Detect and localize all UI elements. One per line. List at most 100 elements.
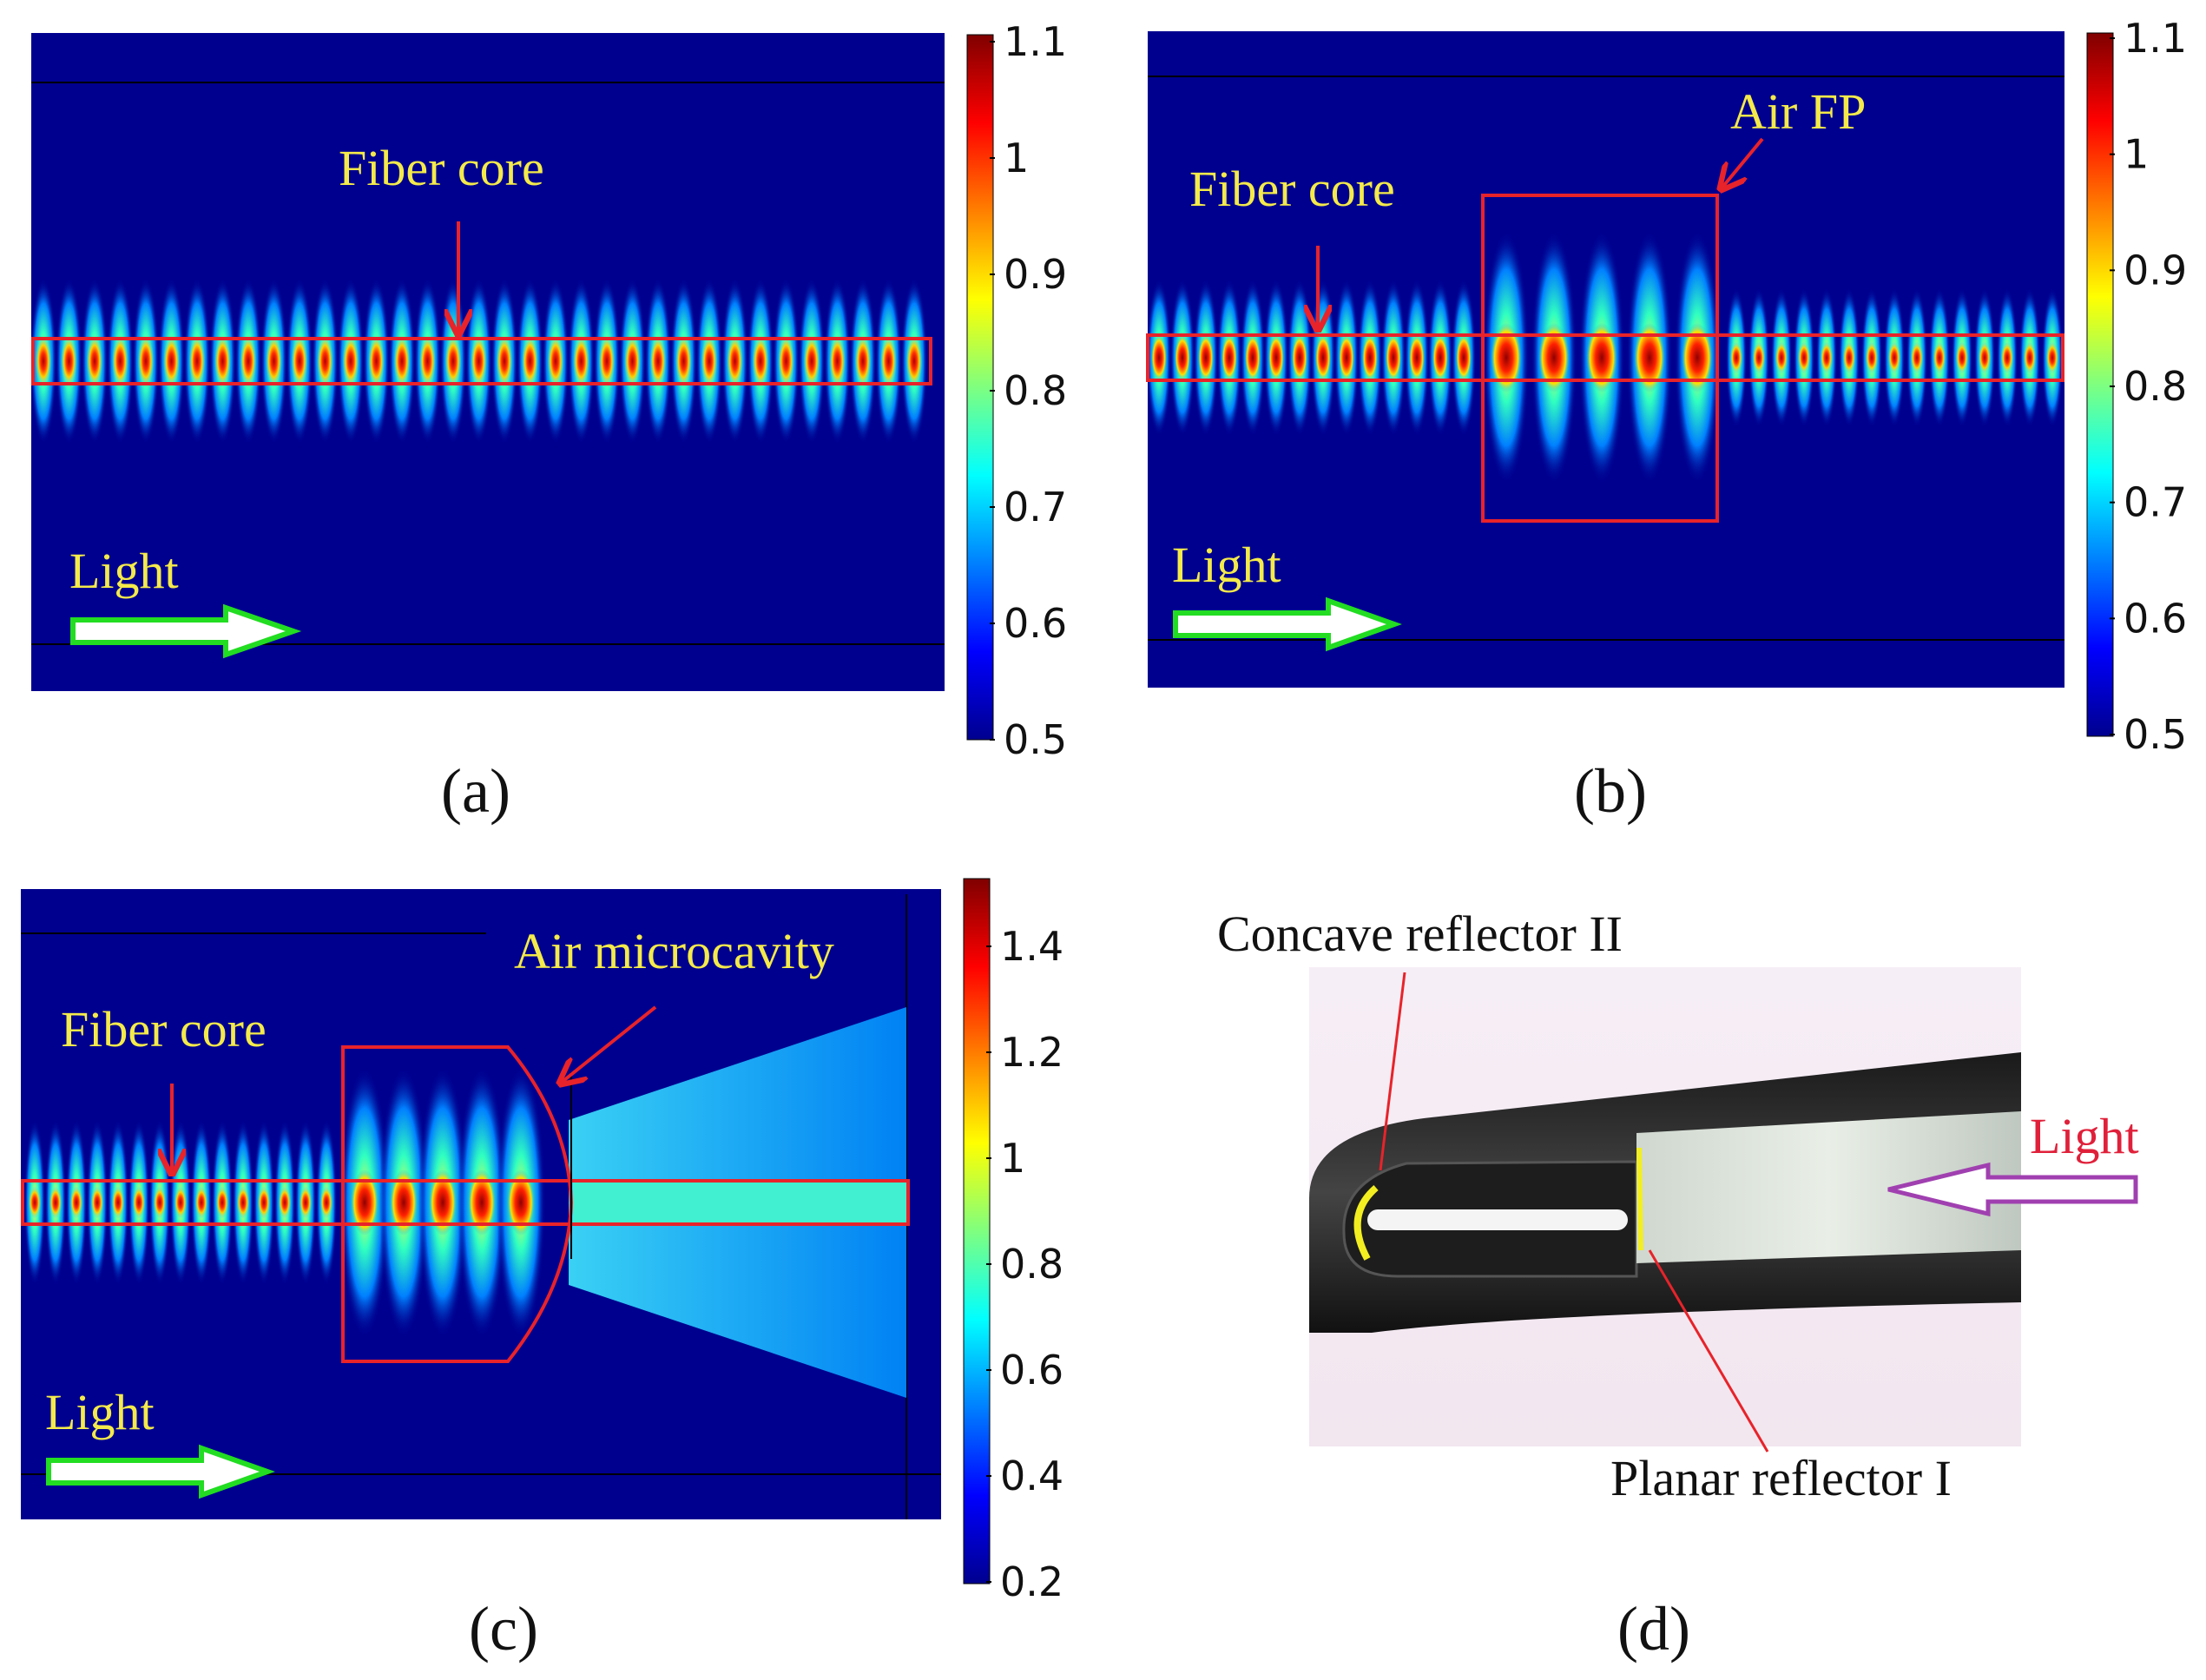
panel-b-fp-pointer <box>1721 137 1764 189</box>
field-core-spot <box>1222 335 1237 380</box>
panel-c-colorbar-ticks: 1.41.210.80.60.40.2 <box>986 923 1063 1605</box>
panel-d-concave-pointer <box>1379 972 1406 1171</box>
field-core-spot <box>343 337 359 385</box>
field-core-spot <box>1409 335 1425 380</box>
colorbar-tick-label: 0.7 <box>2124 479 2187 526</box>
field-core-spot <box>292 337 307 385</box>
field-core-spot <box>2046 342 2058 373</box>
field-core-spot <box>1245 335 1261 380</box>
field-core-spot <box>1432 335 1448 380</box>
field-core-spot <box>419 337 436 385</box>
panel-a-field-pattern <box>30 279 927 444</box>
field-core-spot <box>394 337 410 385</box>
field-core-spot <box>320 1187 333 1218</box>
panel-c-caption: (c) <box>469 1594 538 1664</box>
panel-b-colorbar-ticks: 1.110.90.80.70.60.5 <box>2110 15 2187 758</box>
output-core-field <box>573 1183 906 1222</box>
field-core-spot <box>300 1187 312 1218</box>
panel-c-cavity-pointer <box>560 1005 657 1084</box>
field-core-spot <box>727 337 743 385</box>
cavity-core-spot <box>351 1169 379 1235</box>
colorbar-tick-label: 0.6 <box>1000 1347 1063 1393</box>
field-core-spot <box>317 337 333 385</box>
field-core-spot <box>36 337 51 385</box>
field-core-spot <box>1888 342 1900 373</box>
field-core-spot <box>266 337 282 385</box>
colorbar-tick-label: 0.6 <box>2124 595 2187 642</box>
field-core-spot <box>1730 342 1742 373</box>
cavity-core-spot <box>1634 323 1665 392</box>
field-core-spot <box>112 1187 124 1218</box>
panel-a-light-arrow <box>70 603 302 659</box>
field-core-spot <box>91 1187 103 1218</box>
field-core-spot <box>70 1187 82 1218</box>
panel-c-fiber-core-label: Fiber core <box>61 1001 267 1057</box>
field-core-spot <box>1386 335 1401 380</box>
cavity-core-spot <box>1538 323 1570 392</box>
colorbar-tick-label: 1 <box>1004 135 1029 181</box>
field-core-spot <box>1339 335 1354 380</box>
field-core-spot <box>497 337 512 385</box>
field-core-spot <box>2024 342 2036 373</box>
field-core-spot <box>189 337 205 385</box>
panel-d-caption: (d) <box>1617 1594 1690 1664</box>
panel-b-light-label: Light <box>1172 537 1281 593</box>
colorbar-tick-label: 0.8 <box>1004 367 1067 414</box>
field-core-spot <box>471 337 487 385</box>
field-core-spot <box>1198 335 1214 380</box>
cavity-core-spot <box>429 1169 457 1235</box>
field-core-spot <box>258 1187 270 1218</box>
panel-a-fiber-core-label: Fiber core <box>339 140 544 196</box>
panel-a-colorbar-ticks: 1.110.90.80.70.60.5 <box>990 18 1067 763</box>
field-core-spot <box>279 1187 291 1218</box>
panel-b: Fiber core Air FP Light 1.110.90.80.70.6… <box>1146 15 2187 826</box>
panel-d-concave-reflector-mark <box>1353 1184 1379 1261</box>
field-core-spot <box>2001 342 2013 373</box>
panel-b-air-fp-label: Air FP <box>1730 83 1866 140</box>
colorbar-tick-label: 1.1 <box>2124 15 2187 62</box>
field-core-spot <box>624 337 641 385</box>
colorbar-tick-label: 0.9 <box>1004 251 1067 298</box>
panel-d-light-label: Light <box>2030 1108 2139 1164</box>
colorbar-tick-label: 1.2 <box>1000 1029 1063 1076</box>
panel-a-core-outline <box>31 337 932 385</box>
field-core-spot <box>1933 342 1946 373</box>
panel-a-caption: (a) <box>441 756 510 826</box>
field-core-spot <box>216 1187 228 1218</box>
panel-b-caption: (b) <box>1574 756 1647 826</box>
field-core-spot <box>175 1187 187 1218</box>
field-core-spot <box>237 1187 249 1218</box>
colorbar-tick-label: 0.8 <box>2124 363 2187 410</box>
panel-d-planar-reflector-label: Planar reflector I <box>1610 1450 1952 1506</box>
field-core-spot <box>1775 342 1788 373</box>
field-core-spot <box>1753 342 1765 373</box>
panel-a-light-label: Light <box>69 543 179 599</box>
field-core-spot <box>1979 342 1991 373</box>
field-core-spot <box>445 337 461 385</box>
panel-d: Concave reflector II Planar reflector I … <box>1217 906 2139 1664</box>
field-core-spot <box>1362 335 1378 380</box>
field-core-spot <box>49 1187 62 1218</box>
colorbar-tick-label: 0.2 <box>1000 1558 1063 1605</box>
field-core-spot <box>1456 335 1472 380</box>
panel-c-air-microcavity-label: Air microcavity <box>514 923 834 979</box>
field-core-spot <box>1911 342 1923 373</box>
field-core-spot <box>1268 335 1284 380</box>
panel-c-field-pattern <box>24 1068 906 1337</box>
panel-d-fiber-core-region <box>1636 1111 2021 1263</box>
panel-b-colorbar <box>2086 32 2114 737</box>
field-core-spot <box>240 337 256 385</box>
field-core-spot <box>154 1187 166 1218</box>
field-core-spot <box>1843 342 1855 373</box>
field-core-spot <box>1175 335 1190 380</box>
field-core-spot <box>61 337 77 385</box>
field-core-spot <box>195 1187 207 1218</box>
panel-a: Fiber core Light 1.110.90.80.70.60.5 (a) <box>30 18 1067 826</box>
colorbar-tick-label: 0.5 <box>1004 716 1067 763</box>
field-core-spot <box>650 337 666 385</box>
field-core-spot <box>573 337 589 385</box>
field-core-spot <box>368 337 385 385</box>
field-core-spot <box>1798 342 1810 373</box>
cavity-core-spot <box>1586 323 1617 392</box>
field-core-spot <box>133 1187 145 1218</box>
